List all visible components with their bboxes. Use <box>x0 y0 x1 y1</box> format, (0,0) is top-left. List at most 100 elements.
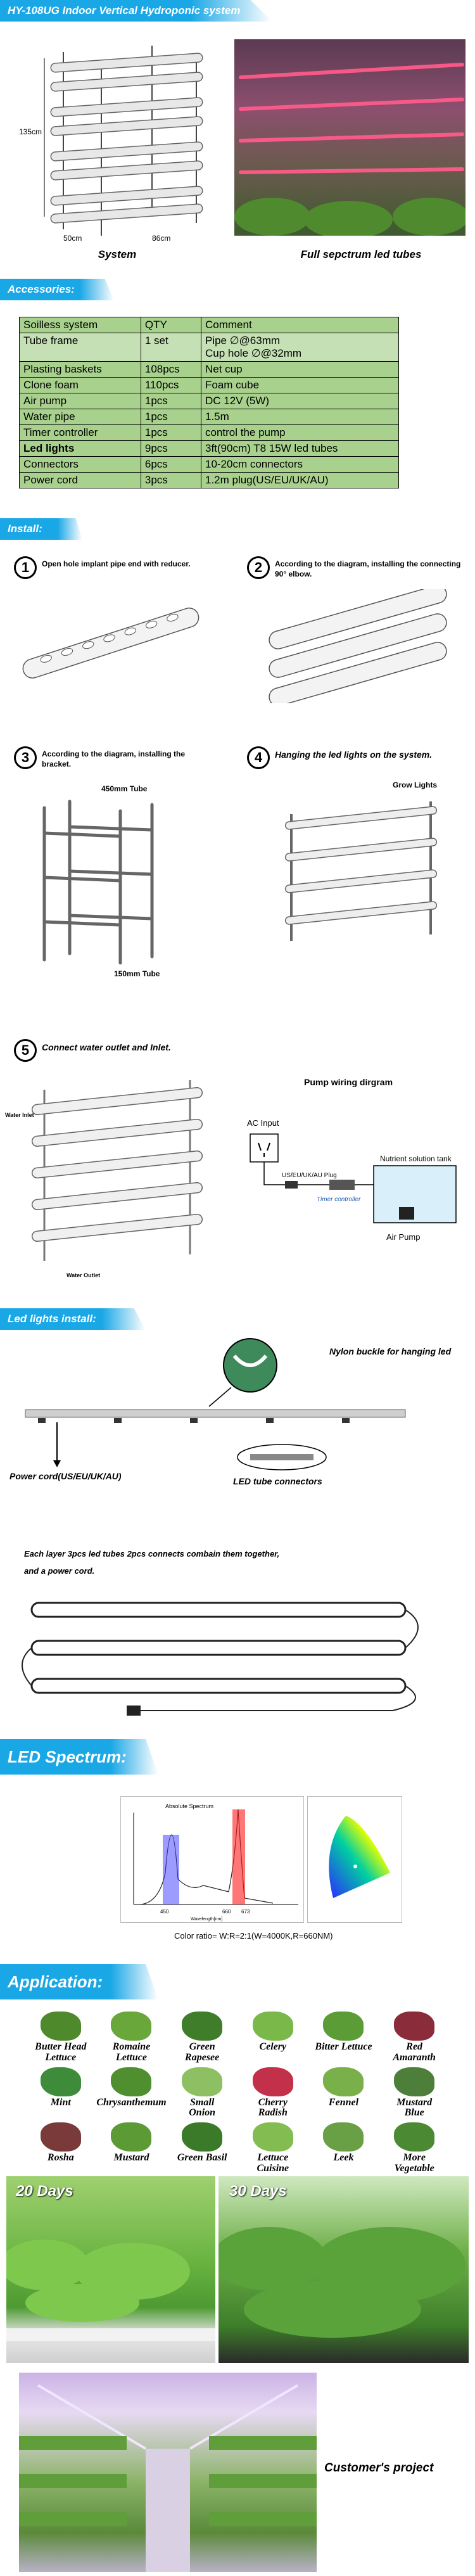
peak-label-deep-red: 673 <box>241 1909 250 1915</box>
vegetable-item: Romaine Lettuce <box>96 2012 167 2063</box>
growth-photo-30-days <box>218 2176 469 2363</box>
application-banner: Application: <box>0 1964 158 1999</box>
accessories-cell: Led lights <box>19 440 141 457</box>
pipes-with-elbows-drawing <box>269 589 447 703</box>
three-led-tubes-drawing <box>22 1602 419 1716</box>
vegetable-item: Rosha <box>25 2122 96 2174</box>
vegetable-image <box>182 2122 223 2152</box>
air-pump-label: Air Pump <box>386 1232 421 1242</box>
led-tubes-illustration <box>234 63 466 236</box>
vegetable-item: Small Onion <box>167 2067 238 2119</box>
vegetable-image <box>394 2122 435 2152</box>
vegetable-item: Mustard Blue <box>379 2067 450 2119</box>
vegetable-item: Bitter Lettuce <box>308 2012 379 2063</box>
step-text: Hanging the led lights on the system. <box>275 749 433 760</box>
vegetable-item: Fennel <box>308 2067 379 2119</box>
accessories-cell: 1pcs <box>140 409 201 425</box>
accessories-cell: Clone foam <box>19 377 141 393</box>
tube-450-label: 450mm Tube <box>101 784 148 793</box>
lettuce-rows-20 <box>6 2240 215 2341</box>
accessories-cell: Air pump <box>19 393 141 409</box>
vegetable-image <box>40 2012 81 2041</box>
accessories-header-cell: Soilless system <box>19 317 141 333</box>
system-frame-drawing: 135cm 50cm 86cm <box>19 46 203 243</box>
led-connectors-label: LED tube connectors <box>233 1476 322 1486</box>
led-tubes-photo <box>234 39 466 236</box>
vegetable-name: Leek <box>333 2152 354 2164</box>
tank-label: Nutrient solution tank <box>380 1154 452 1163</box>
ac-input-label: AC Input <box>247 1118 279 1128</box>
nylon-buckle-label: Nylon buckle for hanging led <box>329 1346 452 1356</box>
accessories-cell: 6pcs <box>140 456 201 473</box>
accessories-cell: Tube frame <box>19 333 141 362</box>
accessories-cell: control the pump <box>200 424 400 441</box>
vegetable-name: Red Amaranth <box>393 2041 436 2063</box>
vegetable-image <box>111 2067 152 2096</box>
led-install-title: Led lights install: <box>8 1313 96 1325</box>
tube-150-label: 150mm Tube <box>114 969 160 978</box>
step-number: 4 <box>247 746 270 769</box>
accessories-cell: Water pipe <box>19 409 141 425</box>
vegetable-name: Cherry Radish <box>258 2096 288 2119</box>
accessories-cell: Connectors <box>19 456 141 473</box>
pump-wiring-diagram <box>250 1133 457 1223</box>
step-number: 2 <box>247 556 270 579</box>
plug-label: US/EU/UK/AU Plug <box>282 1172 337 1179</box>
power-cord-label: Power cord(US/EU/UK/AU) <box>10 1471 122 1481</box>
accessories-cell: 1.2m plug(US/EU/UK/AU) <box>200 472 400 488</box>
install-title: Install: <box>8 523 42 535</box>
water-inlet-label: Water Inlet <box>5 1112 34 1118</box>
system-label: System <box>98 248 137 260</box>
vegetable-image <box>40 2067 81 2096</box>
vegetable-image <box>111 2122 152 2152</box>
led-label: Full sepctrum led tubes <box>300 248 422 260</box>
step-number: 1 <box>14 556 37 579</box>
vegetable-image <box>252 2122 293 2152</box>
vegetable-name: More Vegetable <box>394 2152 434 2174</box>
pipe-with-reducer-drawing <box>22 608 200 679</box>
system-with-lights-drawing <box>284 801 438 941</box>
accessories-cell: 10-20cm connectors <box>200 456 400 473</box>
grow-lights-label: Grow Lights <box>393 781 437 789</box>
spectrum-chart: Absolute Spectrum 450 660 673 Wavelength… <box>120 1796 304 1923</box>
page-title-banner: HY-108UG Indoor Vertical Hydroponic syst… <box>0 0 272 22</box>
accessories-cell: 1.5m <box>200 409 400 425</box>
spectrum-curve-svg: Absolute Spectrum 450 660 673 Wavelength… <box>133 1803 298 1922</box>
vegetable-name: Romaine Lettuce <box>112 2041 151 2063</box>
install-step-1: 1 Open hole implant pipe end with reduce… <box>14 556 204 579</box>
vegetable-item: Mint <box>25 2067 96 2119</box>
vegetable-item: More Vegetable <box>379 2122 450 2174</box>
vegetable-image <box>394 2067 435 2096</box>
bracket-frame-drawing <box>42 800 154 965</box>
application-title: Application: <box>8 1972 103 1991</box>
vegetable-item: Green Basil <box>167 2122 238 2174</box>
vegetable-item: Leek <box>308 2122 379 2174</box>
accessories-cell: Timer controller <box>19 424 141 441</box>
cie-chart <box>307 1796 402 1923</box>
day-20-label: 20 Days <box>16 2183 73 2200</box>
vegetable-name: Green Rapesee <box>185 2041 220 2063</box>
led-install-banner: Led lights install: <box>0 1308 146 1330</box>
vegetable-name: Small Onion <box>189 2096 216 2119</box>
accessories-cell: DC 12V (5W) <box>200 393 400 409</box>
vegetable-image <box>252 2067 293 2096</box>
accessories-cell: Net cup <box>200 361 400 378</box>
vegetable-item: Cherry Radish <box>238 2067 308 2119</box>
vegetable-item: Red Amaranth <box>379 2012 450 2063</box>
vegetable-name: Celery <box>259 2041 287 2052</box>
vegetable-name: Rosha <box>47 2152 74 2164</box>
vegetable-name: Mustard <box>113 2152 149 2164</box>
accessories-cell: 9pcs <box>140 440 201 457</box>
accessories-cell: 1pcs <box>140 424 201 441</box>
accessories-cell: 108pcs <box>140 361 201 378</box>
vegetable-image <box>323 2067 364 2096</box>
customer-project-photo <box>19 2373 317 2572</box>
depth-dim: 50cm <box>63 234 82 242</box>
vegetable-item: Butter Head Lettuce <box>25 2012 96 2063</box>
